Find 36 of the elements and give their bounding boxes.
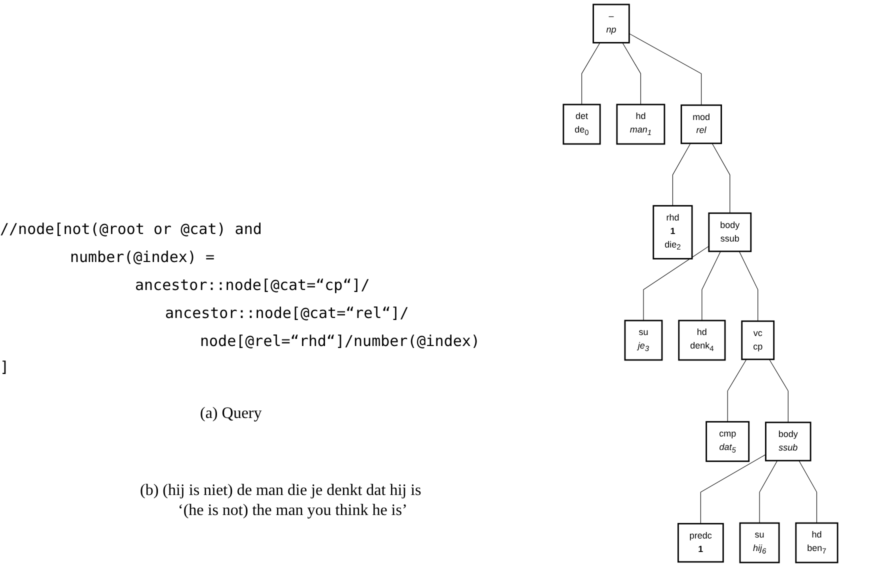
code-line: ancestor::node[@cat=“rel“]/ — [165, 304, 409, 322]
connector — [700, 454, 766, 524]
connector — [643, 246, 710, 321]
connector — [622, 42, 641, 105]
caption-text: ‘(he is not) the man you think he is’ — [178, 502, 408, 520]
connector — [738, 251, 758, 322]
node-box: mod rel — [680, 104, 722, 144]
node-box: su je$_{3}$ — [624, 320, 663, 361]
connector — [769, 359, 788, 423]
node-box: hd man$_{1}$ — [616, 104, 666, 145]
code-line: ] — [0, 358, 10, 376]
node-box: hd ben$_{7}$ — [795, 522, 838, 564]
caption-text: (b) (hij is niet) de man die je denkt dat hij is — [140, 482, 422, 500]
node-box: su hij$_{6}$ — [739, 522, 780, 564]
node-box: – np — [592, 4, 630, 44]
code-line: number(@index) = — [70, 248, 214, 266]
code-line: //node[not(@root or @cat) and — [0, 220, 262, 238]
connector — [672, 143, 691, 206]
node-box: rhd 1 die$_{2}$ — [652, 205, 693, 260]
connector — [798, 460, 818, 524]
connector — [712, 143, 730, 214]
node-box: cmp dat$_{5}$ — [706, 421, 750, 462]
connector — [727, 359, 747, 422]
node-box: vc cp — [741, 320, 775, 360]
node-box: det de$_{0}$ — [562, 104, 601, 145]
connector — [702, 251, 721, 321]
caption-text: (a) Query — [200, 405, 262, 423]
node-box: body ssub — [765, 422, 812, 462]
node-box: body ssub — [708, 212, 752, 252]
connector — [628, 33, 702, 106]
node-box: predc 1 — [677, 522, 724, 563]
code-line: ancestor::node[@cat=“cp“]/ — [135, 276, 370, 294]
connector — [581, 42, 600, 105]
connector — [759, 460, 778, 524]
node-box: hd denk$_{4}$ — [678, 320, 726, 361]
code-line: node[@rel=“rhd“]/number(@index) — [200, 332, 480, 350]
